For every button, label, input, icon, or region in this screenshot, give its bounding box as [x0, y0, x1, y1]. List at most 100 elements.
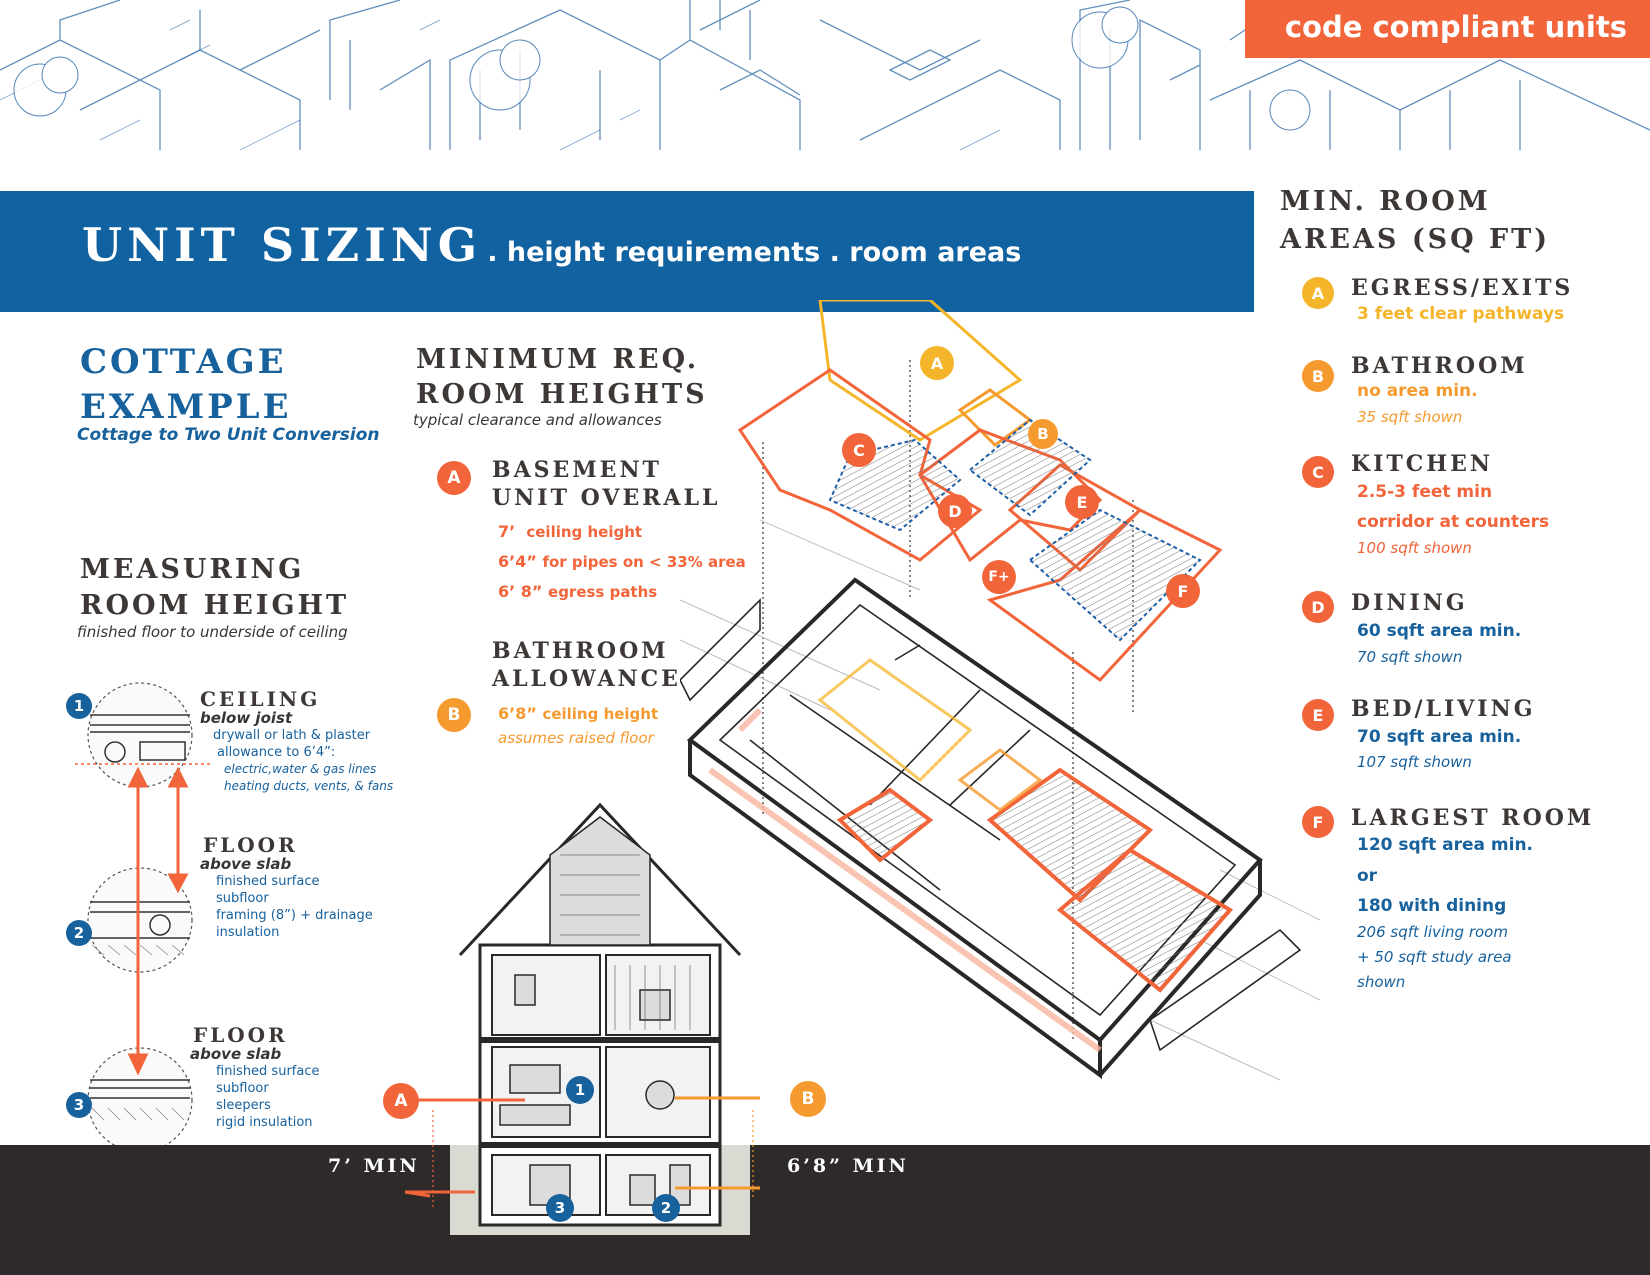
heights-a-line3-value: 6’ 8”	[498, 582, 543, 601]
detail-ceiling-subtitle: below joist	[200, 709, 293, 727]
detail-floor-2-line3: sleepers	[216, 1098, 271, 1113]
heights-title: MINIMUM REQ. ROOM HEIGHTS	[416, 342, 708, 412]
heights-badge-b: B	[437, 698, 471, 732]
areas-e-title: BED/LIVING	[1351, 696, 1536, 722]
streetscape-illustration	[0, 0, 1650, 150]
measuring-badge-1: 1	[66, 693, 92, 719]
detail-ceiling-line1: drywall or lath & plaster	[213, 728, 371, 743]
measuring-title-line1: MEASURING	[80, 554, 305, 585]
plan-badge-e: E	[1065, 485, 1099, 519]
areas-f-line1: 120 sqft area min.	[1357, 835, 1534, 855]
detail-floor-1-line2: subfloor	[216, 891, 269, 906]
heights-a-line3-text: egress paths	[548, 583, 658, 601]
areas-title: MIN. ROOM AREAS (SQ FT)	[1280, 183, 1550, 259]
areas-d-title: DINING	[1351, 590, 1468, 616]
areas-badge-e: E	[1302, 699, 1334, 731]
areas-c-line1: 2.5-3 feet min	[1357, 482, 1493, 502]
page-title: UNIT SIZING . height requirements . room…	[82, 218, 1242, 272]
areas-f-line2c: shown	[1357, 973, 1406, 991]
code-compliant-tag	[1245, 0, 1650, 58]
heights-b-line1-value: 6’8”	[498, 704, 537, 723]
plan-badge-c: C	[842, 433, 876, 467]
heights-a-title-line2: UNIT OVERALL	[492, 485, 721, 511]
ground-band	[0, 1145, 1650, 1275]
areas-d-line1: 60 sqft area min.	[1357, 621, 1522, 641]
title-band	[0, 191, 1254, 312]
section-left-dimension: 7’ MIN	[328, 1155, 420, 1177]
areas-badge-d: D	[1302, 591, 1334, 623]
heights-badge-a: A	[437, 461, 471, 495]
plan-badge-fplus: F+	[982, 560, 1016, 594]
areas-f-line2b: + 50 sqft study area	[1357, 948, 1512, 966]
heights-a-line2-value: 6’4”	[498, 552, 537, 571]
page-title-sub: . height requirements . room areas	[487, 237, 1022, 268]
section-right-dimension: 6’8” MIN	[787, 1155, 909, 1177]
heights-a-title: BASEMENT UNIT OVERALL	[492, 456, 721, 512]
section-dimensions	[404, 1096, 760, 1210]
cottage-title-line2: EXAMPLE	[80, 387, 292, 427]
areas-b-line1: no area min.	[1357, 381, 1478, 401]
measuring-badge-3: 3	[66, 1092, 92, 1118]
detail-floor-1-title: FLOOR	[203, 833, 298, 857]
areas-e-line2: 107 sqft shown	[1357, 753, 1472, 771]
detail-floor-2-line2: subfloor	[216, 1081, 269, 1096]
heights-a-line2-text: for pipes on < 33% area	[542, 553, 746, 571]
detail-ceiling-line4: heating ducts, vents, & fans	[224, 779, 394, 793]
heights-a-line1: 7’ ceiling height	[498, 522, 642, 541]
section-badge-3: 3	[546, 1194, 574, 1222]
areas-c-line2: 100 sqft shown	[1357, 539, 1472, 557]
detail-floor-2: FLOOR above slab finished surface subflo…	[190, 1023, 420, 1131]
areas-badge-c: C	[1302, 456, 1334, 488]
detail-ceiling-title: CEILING	[200, 687, 321, 711]
heights-b-title-line2: ALLOWANCE	[492, 666, 681, 692]
heights-a-title-line1: BASEMENT	[492, 457, 662, 483]
areas-a-title: EGRESS/EXITS	[1351, 275, 1574, 301]
section-badge-a: A	[383, 1083, 419, 1119]
areas-f-line1c: 180 with dining	[1357, 896, 1507, 916]
section-badge-2: 2	[652, 1194, 680, 1222]
heights-title-line1: MINIMUM REQ.	[416, 344, 700, 375]
areas-title-line1: MIN. ROOM	[1280, 186, 1491, 217]
cottage-subtitle: Cottage to Two Unit Conversion	[77, 425, 380, 445]
house-section	[450, 802, 750, 1235]
measuring-subtitle: finished floor to underside of ceiling	[77, 623, 348, 641]
measuring-title: MEASURING ROOM HEIGHT	[80, 552, 349, 624]
areas-a-line1: 3 feet clear pathways	[1357, 304, 1565, 324]
areas-c-title: KITCHEN	[1351, 451, 1493, 477]
heights-b-line1: 6’8” ceiling height	[498, 704, 658, 723]
detail-floor-1-subtitle: above slab	[200, 855, 292, 873]
areas-badge-a: A	[1302, 277, 1334, 309]
cottage-title: COTTAGE EXAMPLE	[80, 340, 292, 430]
section-badge-b: B	[790, 1081, 826, 1117]
heights-a-line3: 6’ 8” egress paths	[498, 582, 657, 601]
heights-b-line2: assumes raised floor	[498, 729, 654, 747]
page-title-main: UNIT SIZING	[82, 218, 483, 272]
detail-floor-1: FLOOR above slab finished surface subflo…	[200, 833, 430, 941]
areas-c-line1b: corridor at counters	[1357, 512, 1550, 532]
plan-badge-a: A	[920, 346, 954, 380]
measuring-details-graphic	[75, 682, 210, 1153]
heights-b-title: BATHROOM ALLOWANCE	[492, 637, 681, 693]
heights-b-line1-text: ceiling height	[542, 705, 659, 723]
section-badge-1: 1	[566, 1076, 594, 1104]
detail-ceiling-line3: electric,water & gas lines	[224, 762, 377, 776]
areas-title-line2: AREAS (SQ FT)	[1280, 224, 1551, 255]
heights-b-title-line1: BATHROOM	[492, 638, 669, 664]
detail-floor-2-line1: finished surface	[216, 1064, 320, 1079]
cottage-title-line1: COTTAGE	[80, 342, 287, 382]
detail-floor-2-subtitle: above slab	[190, 1045, 282, 1063]
areas-e-line1: 70 sqft area min.	[1357, 727, 1522, 747]
heights-title-line2: ROOM HEIGHTS	[416, 379, 708, 410]
detail-ceiling-line2: allowance to 6’4”:	[217, 745, 336, 760]
plan-badge-b: B	[1028, 419, 1058, 449]
heights-a-line2: 6’4” for pipes on < 33% area	[498, 552, 746, 571]
detail-ceiling: CEILING below joist drywall or lath & pl…	[200, 687, 430, 795]
areas-badge-f: F	[1302, 806, 1334, 838]
areas-b-title: BATHROOM	[1351, 353, 1528, 379]
detail-floor-2-title: FLOOR	[193, 1023, 288, 1047]
detail-floor-1-line1: finished surface	[216, 874, 320, 889]
plan-badge-d: D	[938, 494, 972, 528]
heights-a-line1-value: 7’	[498, 522, 516, 541]
areas-b-line2: 35 sqft shown	[1357, 408, 1463, 426]
heights-a-line1-text: ceiling height	[526, 523, 643, 541]
